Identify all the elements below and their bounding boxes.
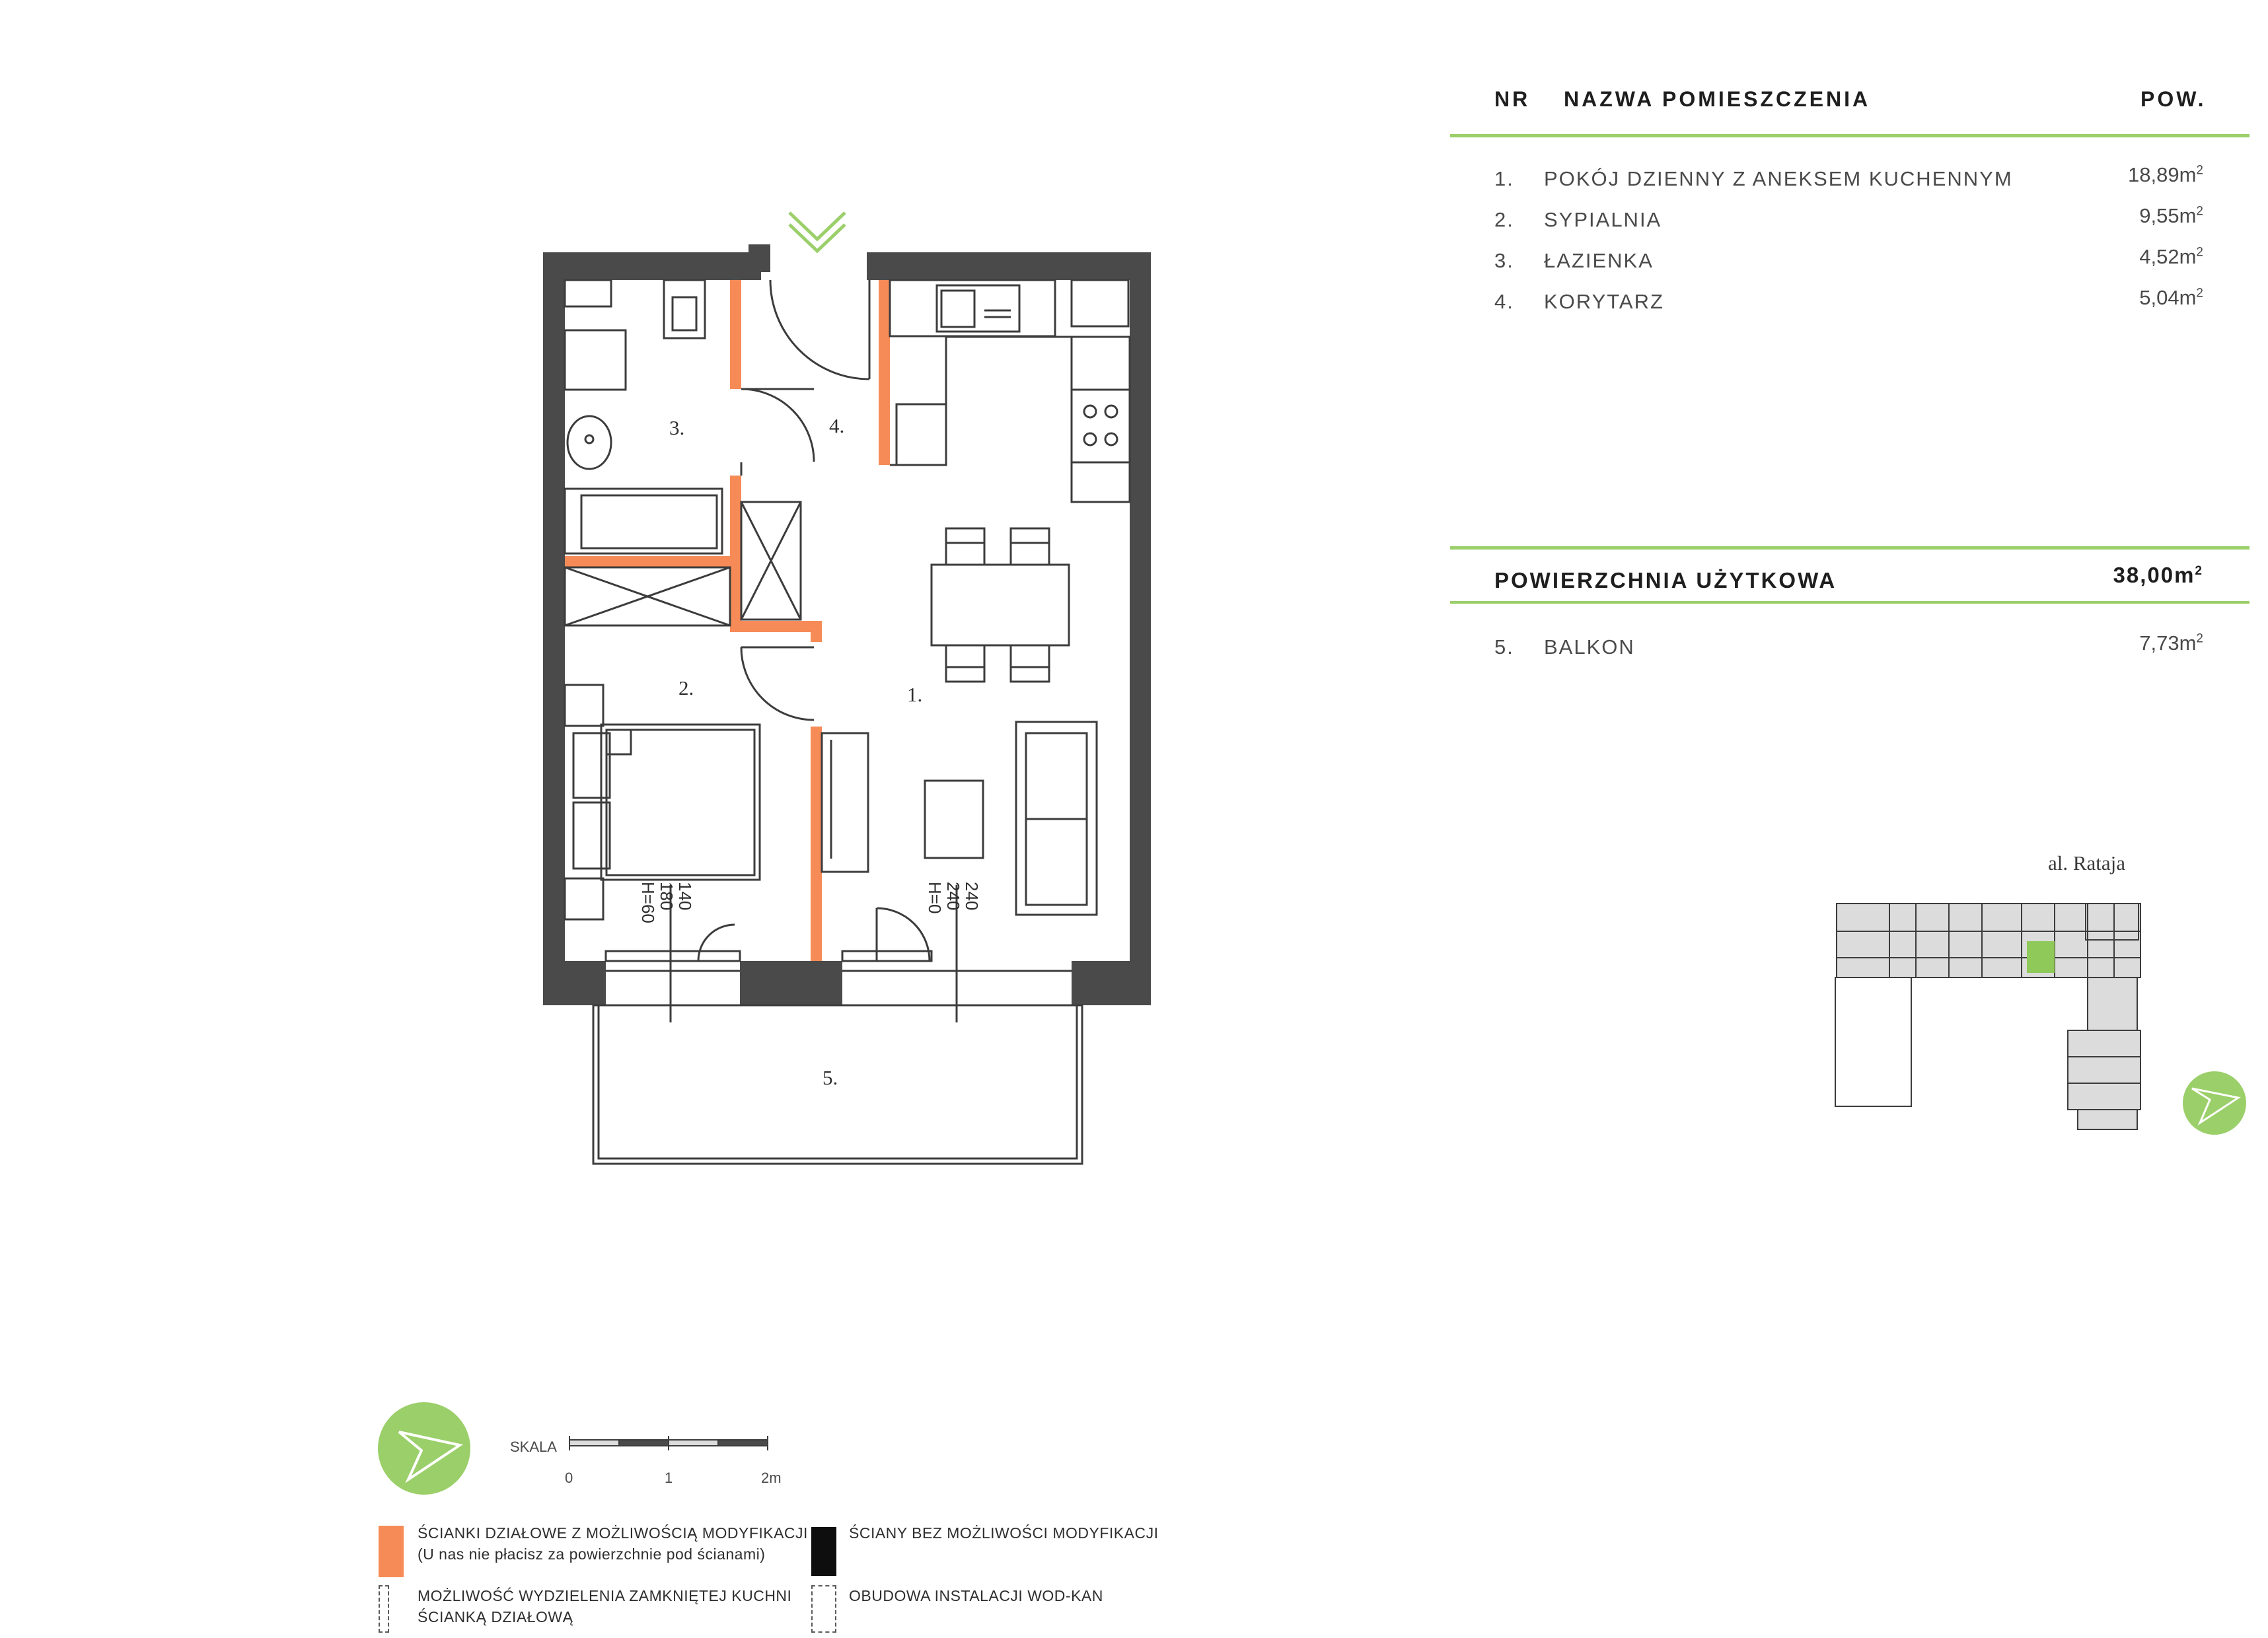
legend-kitchen-option-line1: MOŻLIWOŚĆ WYDZIELENIA ZAMKNIĘTEJ KUCHNI [418,1587,792,1604]
scale-tick-1: 1 [665,1470,673,1486]
col-name-header: NAZWA POMIESZCZENIA [1564,87,1871,111]
legend-kitchen-dashed-swatch [379,1585,389,1633]
room-nr: 3. [1494,249,1514,272]
fixed-walls [543,244,1151,1005]
dim-a-2: 180 [657,882,677,910]
dim-b-2: 240 [943,882,963,910]
room-area: 5,04m2 [2139,286,2203,309]
room-name: KORYTARZ [1544,290,1664,313]
compass-north-arrow-icon [398,1431,464,1483]
legend-modifiable-walls: ŚCIANKI DZIAŁOWE Z MOŻLIWOŚCIĄ MODYFIKAC… [418,1522,808,1565]
room-name: SYPIALNIA [1544,208,1662,231]
col-area-header: POW. [2140,87,2207,111]
dim-a-3: H=60 [638,882,658,923]
room-area: 9,55m2 [2139,204,2203,227]
compass-north-arrow-small-icon [2191,1087,2241,1125]
room-label-2: 2. [678,676,694,699]
room-nr: 2. [1494,208,1514,231]
room-name: BALKON [1544,635,1635,659]
room-label-1: 1. [907,683,922,706]
total-area: 38,00m2 [2113,563,2203,587]
scale-label: SKALA [510,1439,557,1455]
street-label: al. Rataja [2048,851,2125,874]
room-nr: 1. [1494,167,1514,190]
room-nr: 5. [1494,635,1514,659]
legend-modifiable-walls-text: ŚCIANKI DZIAŁOWE Z MOŻLIWOŚCIĄ MODYFIKAC… [418,1524,808,1542]
room-area: 4,52m2 [2139,245,2203,268]
modifiable-walls [565,280,890,961]
entrance-chevron-icon [788,211,846,254]
room-area: 18,89m2 [2128,163,2203,186]
scale-bar [569,1436,768,1450]
legend-plumbing-dashed-swatch [811,1585,836,1633]
dim-a-1: 140 [675,882,695,910]
legend-kitchen-option-line2: ŚCIANKĄ DZIAŁOWĄ [418,1608,573,1625]
room-label-5: 5. [823,1066,838,1089]
legend-plumbing: OBUDOWA INSTALACJI WOD-KAN [849,1587,1103,1604]
legend-modifiable-walls-note: (U nas nie płacisz za powierzchnie pod ś… [418,1546,766,1563]
room-area: 7,73m2 [2139,631,2203,655]
room-nr: 4. [1494,290,1514,313]
legend-orange-swatch [379,1526,404,1577]
col-nr-header: NR [1494,87,1531,111]
dim-b-3: H=0 [925,882,945,913]
scale-tick-2: 2m [761,1470,782,1486]
total-rule-top [1450,546,2250,550]
total-label: POWIERZCHNIA UŻYTKOWA [1494,568,1837,592]
total-rule-bottom [1450,601,2250,604]
room-label-4: 4. [829,414,844,437]
dim-b-1: 240 [962,882,982,910]
room-name: POKÓJ DZIENNY Z ANEKSEM KUCHENNYM [1544,167,2013,190]
legend-kitchen-option: MOŻLIWOŚĆ WYDZIELENIA ZAMKNIĘTEJ KUCHNI … [418,1585,791,1627]
room-name: ŁAZIENKA [1544,249,1654,272]
site-key-plan: al. Rataja [1835,851,2246,1135]
room-label-3: 3. [669,416,684,439]
scale-tick-0: 0 [565,1470,573,1486]
header-rule [1450,134,2250,137]
legend-black-swatch [811,1527,836,1576]
legend-fixed-walls: ŚCIANY BEZ MOŻLIWOŚCI MODYFIKACJI [849,1524,1159,1542]
highlighted-unit [2027,941,2055,973]
